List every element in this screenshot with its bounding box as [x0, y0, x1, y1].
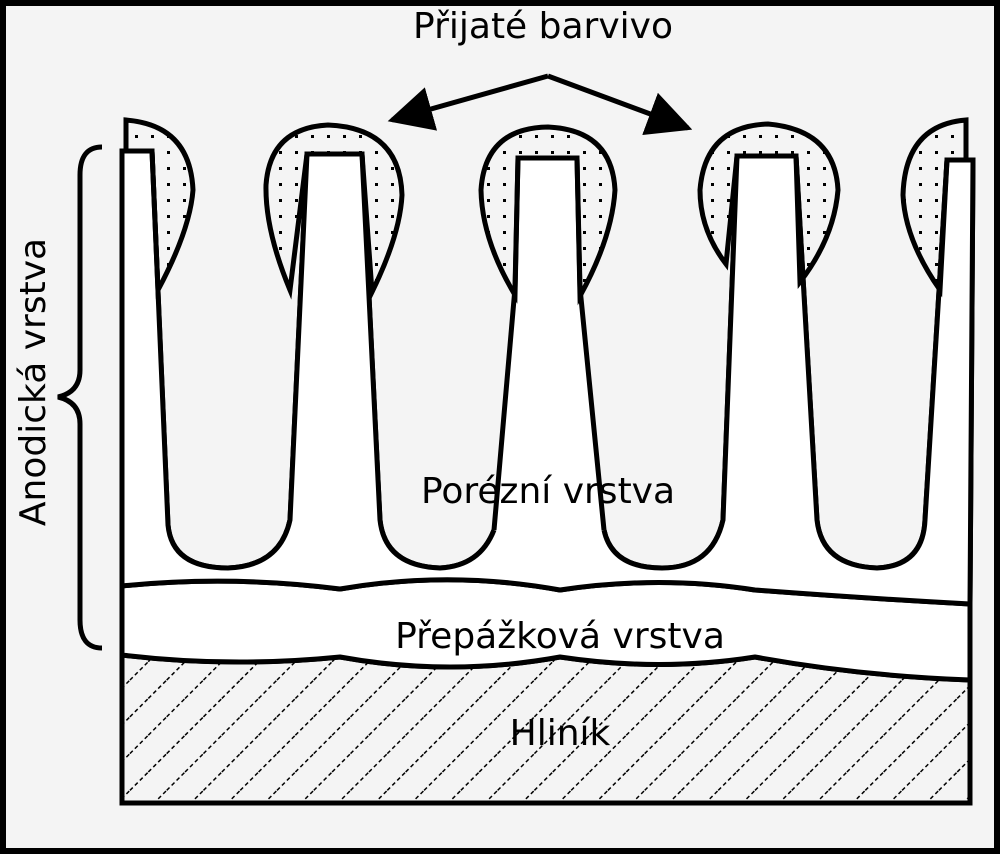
dye-cap-2 — [263, 122, 405, 302]
dye-cap-1 — [123, 117, 196, 300]
anodic-layer-label: Anodická vrstva — [13, 238, 54, 526]
porous-layer-label: Porézní vrstva — [421, 471, 675, 512]
porous-layer-outline — [119, 148, 976, 605]
dye-cap-3 — [478, 124, 618, 306]
porous-layer-fill — [122, 151, 973, 604]
dye-cap-5 — [900, 117, 969, 298]
absorbed-dye-label: Přijaté barvivo — [413, 6, 673, 47]
aluminium-label: Hliník — [510, 713, 611, 754]
barrier-layer-label: Přepážková vrstva — [395, 616, 725, 657]
dye-cap-4 — [697, 121, 841, 290]
dye-arrow-left — [387, 73, 549, 131]
anodic-layer-brace — [57, 144, 103, 651]
dye-arrow-right — [547, 73, 693, 135]
barrier-top-line — [121, 577, 971, 607]
